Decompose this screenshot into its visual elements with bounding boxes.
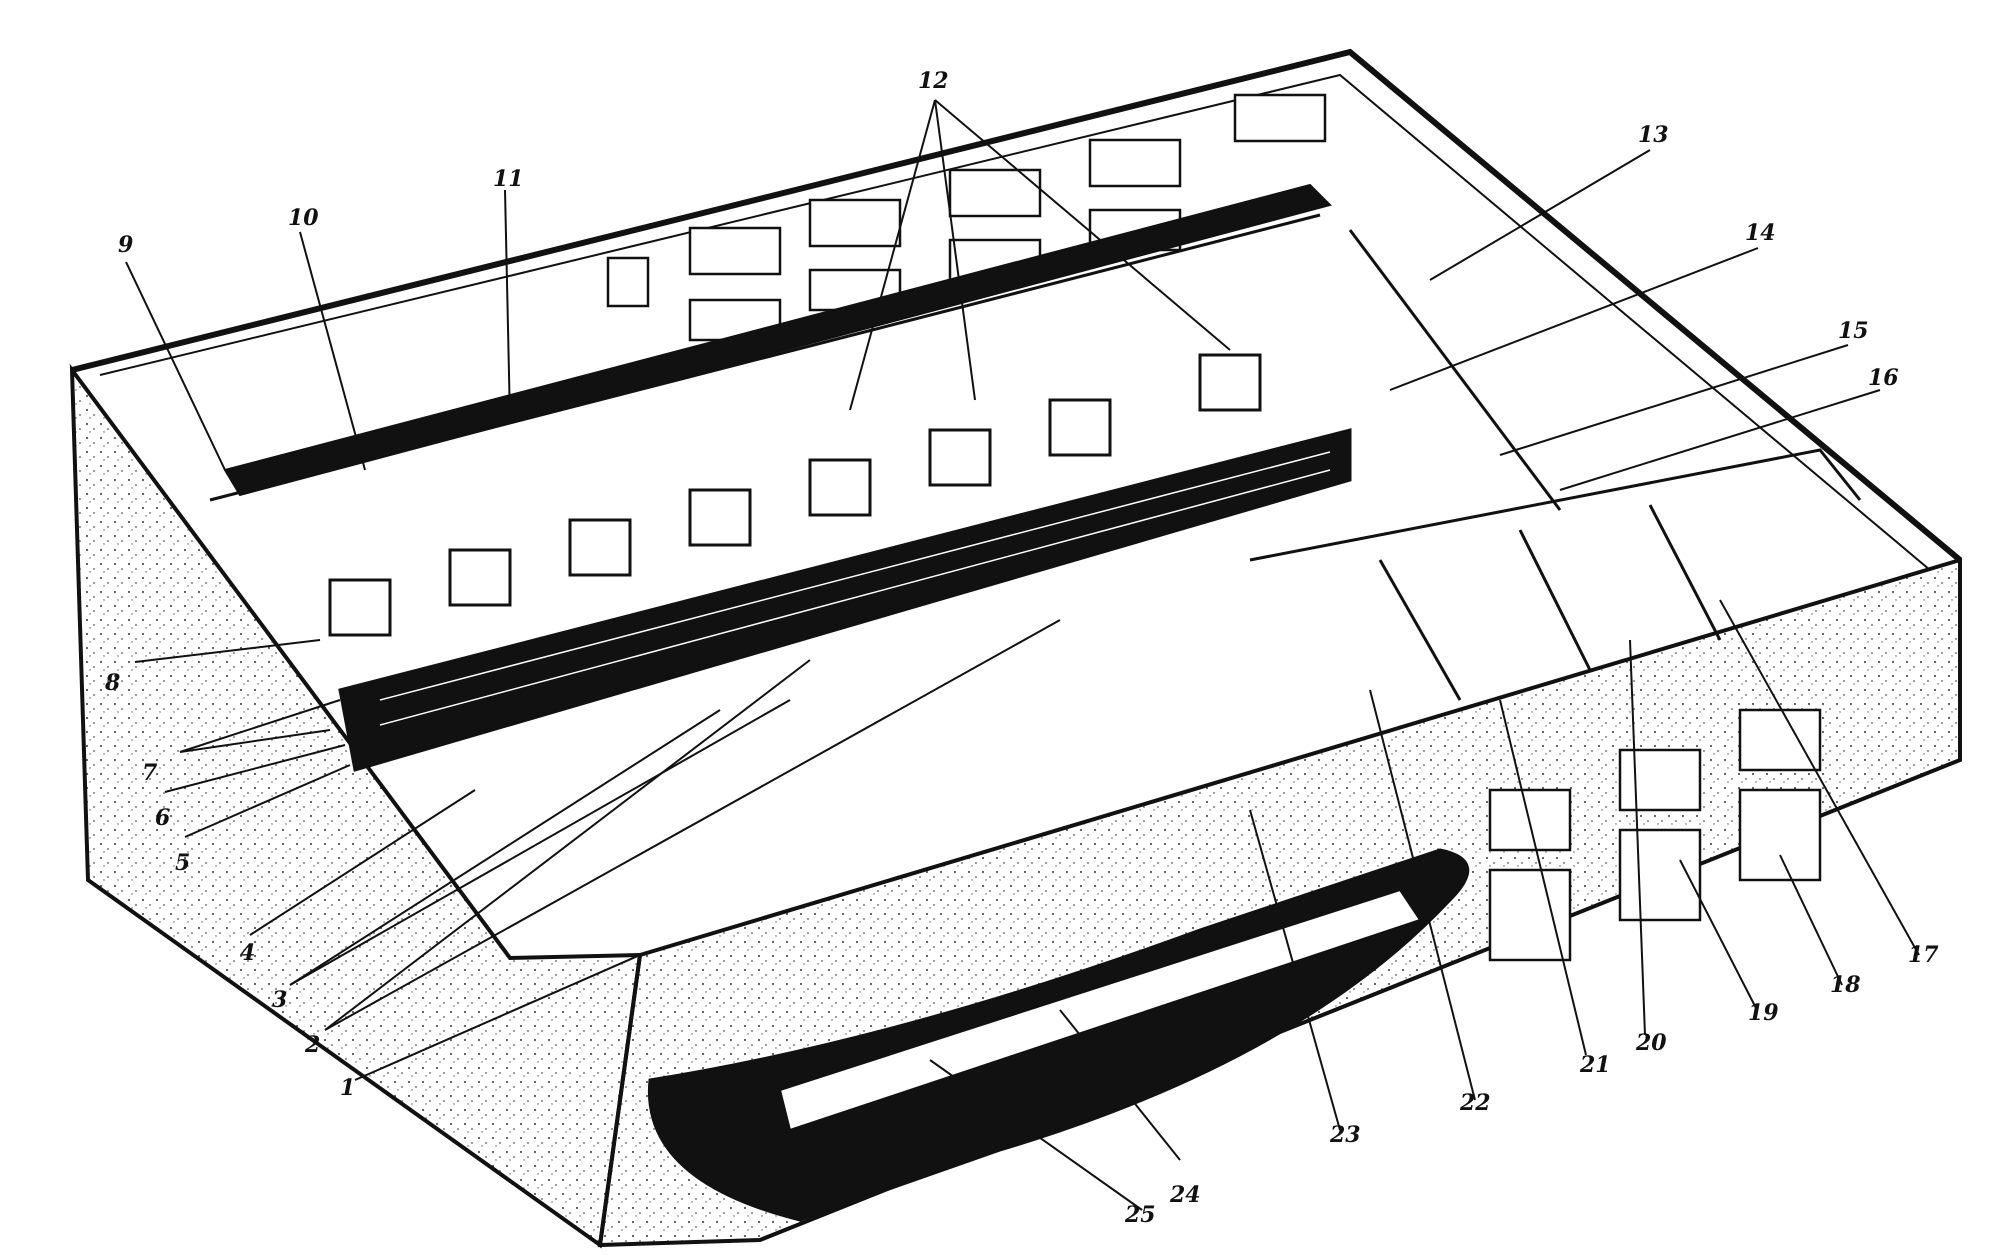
building-inner-edge (99, 73, 1931, 571)
front-wall-windows (1488, 708, 1822, 962)
callout-16: 16 (1868, 365, 1899, 391)
callout-1: 1 (340, 1075, 355, 1101)
callout-9: 9 (118, 232, 133, 258)
callout-24: 24 (1169, 1182, 1201, 1208)
callout-11: 11 (493, 166, 524, 192)
callout-8: 8 (104, 670, 120, 696)
callout-12: 12 (918, 68, 949, 94)
callout-6: 6 (155, 805, 170, 831)
callout-2: 2 (304, 1032, 320, 1058)
callout-20: 20 (1635, 1030, 1667, 1056)
rear-conveyor-rail (209, 213, 1321, 502)
callout-14: 14 (1745, 220, 1776, 246)
office-partitions (1249, 229, 1862, 701)
callout-22: 22 (1459, 1090, 1491, 1116)
rear-conveyor-line (223, 183, 1332, 497)
callout-25: 25 (1124, 1202, 1156, 1228)
callout-4: 4 (240, 940, 255, 966)
callout-15: 15 (1838, 318, 1869, 344)
callout-3: 3 (272, 987, 287, 1013)
callout-13: 13 (1638, 122, 1669, 148)
callout-23: 23 (1329, 1122, 1361, 1148)
leader-lines (125, 99, 1920, 1211)
callout-labels: 1 2 3 4 5 6 7 8 9 10 11 12 13 14 15 16 1… (104, 68, 1939, 1228)
machine-tool-row (328, 353, 1262, 637)
callout-18: 18 (1830, 972, 1861, 998)
callout-7: 7 (142, 760, 158, 786)
callout-10: 10 (288, 205, 319, 231)
callout-19: 19 (1748, 1000, 1779, 1026)
callout-21: 21 (1579, 1052, 1611, 1078)
callout-5: 5 (175, 850, 190, 876)
storage-rack (778, 888, 1422, 1132)
callout-17: 17 (1908, 942, 1939, 968)
transport-line-cells (379, 451, 1331, 726)
building-roof-edge (71, 48, 1962, 563)
